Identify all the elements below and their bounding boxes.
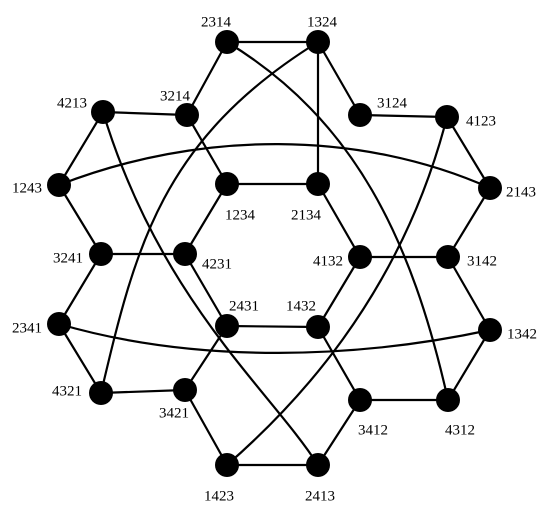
node-layer — [47, 30, 502, 477]
edge-4213-3214 — [101, 110, 189, 117]
edge-4213-1243 — [57, 110, 105, 187]
edge-4123-1423 — [225, 115, 449, 467]
node-4312 — [436, 388, 460, 412]
edge-3421-1423 — [183, 388, 229, 467]
edge-2341-4321 — [57, 322, 103, 395]
node-label-3142: 3142 — [467, 253, 497, 269]
edge-3214-1234 — [185, 113, 229, 186]
edge-1243-3241 — [57, 183, 103, 256]
edge-1234-4231 — [183, 182, 229, 256]
node-label-2431: 2431 — [229, 298, 259, 314]
node-label-4321: 4321 — [52, 383, 82, 399]
edge-1243-2143 — [57, 143, 492, 190]
node-4213 — [91, 100, 115, 124]
edge-2413-3412 — [316, 398, 362, 467]
node-1342 — [478, 318, 502, 342]
node-label-3241: 3241 — [53, 250, 83, 266]
edge-2314-3214 — [185, 40, 229, 117]
node-label-2341: 2341 — [12, 320, 42, 336]
edge-1324-4321 — [99, 40, 320, 395]
edge-4321-3421 — [99, 388, 187, 395]
node-label-3214: 3214 — [160, 88, 191, 104]
node-label-1432: 1432 — [286, 298, 316, 314]
node-label-4123: 4123 — [466, 113, 496, 129]
node-3124 — [348, 103, 372, 127]
edge-3124-4123 — [358, 113, 449, 119]
node-3142 — [436, 245, 460, 269]
edge-2341-1342 — [57, 322, 492, 354]
node-2413 — [306, 453, 330, 477]
node-label-4231: 4231 — [202, 256, 232, 272]
node-3421 — [173, 378, 197, 402]
edge-2143-3142 — [446, 186, 492, 259]
node-label-1234: 1234 — [225, 207, 256, 223]
edge-4213-2413 — [101, 110, 320, 467]
edge-3241-2341 — [57, 252, 103, 326]
edge-1432-3412 — [316, 325, 362, 402]
node-label-2134: 2134 — [291, 207, 322, 223]
node-label-1243: 1243 — [12, 180, 42, 196]
node-label-4132: 4132 — [313, 253, 343, 269]
label-layer: 2314 1324 4213 3214 3124 4123 1243 1234 2134 2143… — [12, 14, 537, 504]
node-1324 — [306, 30, 330, 54]
node-4321 — [89, 381, 113, 405]
node-3412 — [348, 388, 372, 412]
node-4123 — [435, 105, 459, 129]
node-1432 — [306, 315, 330, 339]
node-3241 — [89, 242, 113, 266]
node-label-4213: 4213 — [57, 95, 87, 111]
node-label-2413: 2413 — [305, 488, 335, 504]
edge-2314-4312 — [225, 40, 450, 402]
node-1234 — [215, 172, 239, 196]
edge-1342-4312 — [446, 328, 492, 402]
node-label-3412: 3412 — [358, 422, 388, 438]
node-2431 — [215, 314, 239, 338]
node-label-2143: 2143 — [506, 184, 536, 200]
node-label-2314: 2314 — [201, 14, 232, 30]
edge-1432-4132 — [316, 255, 362, 329]
edge-4231-2431 — [183, 252, 229, 328]
node-label-1342: 1342 — [507, 326, 537, 342]
node-2341 — [47, 312, 71, 336]
node-4132 — [348, 245, 372, 269]
edge-2431-3421 — [183, 324, 229, 392]
node-2134 — [306, 172, 330, 196]
edge-layer — [57, 40, 492, 467]
edge-4123-2143 — [445, 115, 492, 190]
node-4231 — [173, 242, 197, 266]
edge-2134-4132 — [316, 182, 362, 259]
node-3214 — [175, 103, 199, 127]
node-label-1423: 1423 — [204, 488, 234, 504]
node-label-3124: 3124 — [377, 95, 408, 111]
node-2143 — [478, 176, 502, 200]
node-1423 — [215, 453, 239, 477]
node-label-4312: 4312 — [445, 422, 475, 438]
node-label-3421: 3421 — [159, 405, 189, 421]
edge-3142-1342 — [446, 255, 492, 332]
node-label-1324: 1324 — [307, 14, 338, 30]
node-1243 — [47, 173, 71, 197]
node-2314 — [215, 30, 239, 54]
edge-1324-3124 — [316, 40, 362, 117]
edge-2431-1432 — [225, 324, 320, 329]
